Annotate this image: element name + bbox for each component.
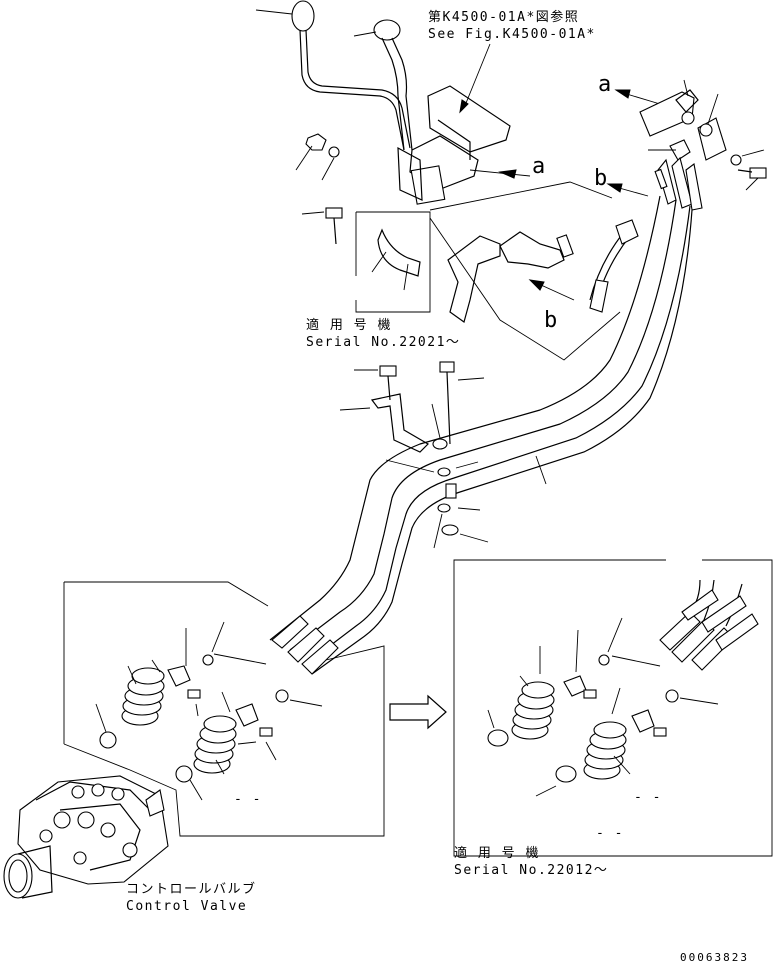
cable-bracket	[429, 181, 621, 361]
fig-ref-jp: 第K4500-01A*図参照	[428, 10, 580, 25]
clamp-assembly	[339, 361, 489, 549]
control-valve	[3, 775, 169, 899]
fig-ref-en: See Fig.K4500-01A*	[428, 27, 596, 42]
serial-top-jp: 適 用 号 機	[306, 318, 392, 333]
detail-box-right	[389, 559, 773, 857]
valve-label-en: Control Valve	[126, 899, 248, 914]
serial-bottom-en: Serial No.22012～	[454, 863, 609, 878]
lever-assembly	[255, 0, 511, 291]
callout-arrows	[469, 89, 661, 301]
dash-mark-right: - -	[634, 790, 662, 805]
serial-bottom-jp: 適 用 号 機	[454, 846, 540, 861]
arrow-label-b-mid: b	[544, 308, 558, 333]
valve-label-jp: コントロールバルブ	[126, 882, 257, 897]
serial-top-en: Serial No.22021～	[306, 335, 461, 350]
cable-bundle	[269, 156, 703, 675]
drawing-number: 00063823	[680, 951, 749, 964]
arrow-label-a-mid: a	[532, 154, 546, 179]
dash-mark-left: - -	[234, 792, 262, 807]
arrow-label-b-top: b	[594, 166, 608, 191]
detail-box-left	[63, 581, 385, 837]
dash-mark-bottom: - -	[596, 826, 624, 841]
arrow-label-a-top: a	[598, 72, 612, 97]
upper-right-linkage	[639, 79, 767, 191]
serial-inset-top	[355, 211, 431, 313]
